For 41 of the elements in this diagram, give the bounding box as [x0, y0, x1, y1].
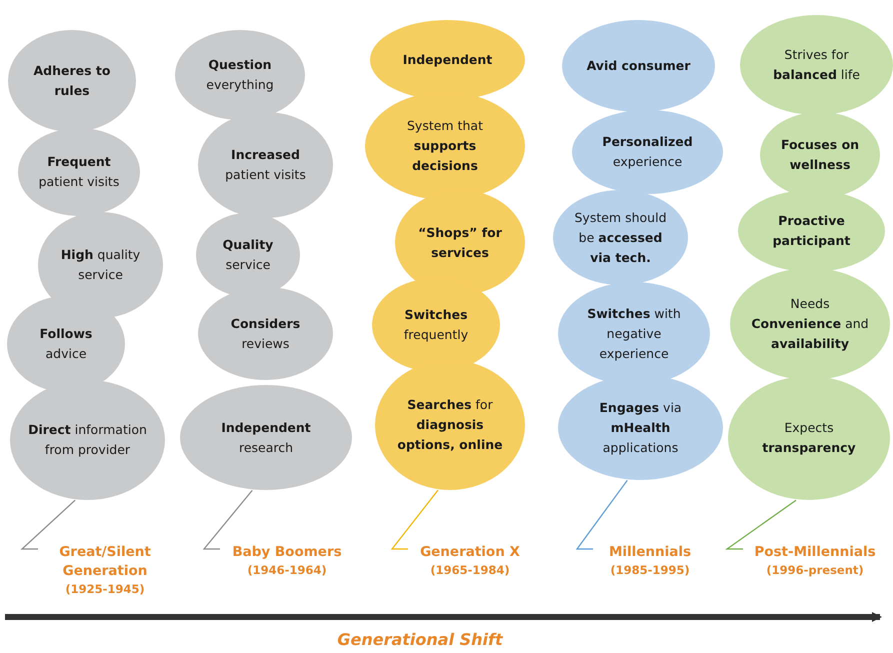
axis-caption: Generational Shift: [336, 630, 504, 649]
trait-text: Personalized experience: [601, 133, 694, 171]
trait-text: Focuses on wellness: [780, 136, 860, 174]
trait-text: High quality service: [60, 246, 142, 284]
trait-text: Independent research: [220, 418, 312, 456]
trait-text: Needs Convenience and availability: [750, 295, 870, 353]
leader-line: [202, 490, 253, 550]
trait-text: Frequent patient visits: [38, 153, 120, 191]
year-range: (1996-present): [765, 562, 865, 579]
generation-name: Baby Boomers: [231, 543, 343, 562]
generation-name: Great/Silent Generation: [58, 543, 152, 581]
trait-text: Searches for diagnosis options, online: [396, 396, 504, 454]
trait-text: System should be accessed via tech.: [574, 208, 668, 266]
leader-line: [390, 490, 438, 550]
trait-text: Quality service: [222, 236, 274, 274]
trait-text: Direct information from provider: [27, 421, 148, 459]
generation-name: Millennials: [608, 543, 692, 562]
generation-name: Generation X: [419, 543, 521, 562]
trait-text: System that supports decisions: [406, 117, 484, 175]
trait-text: Adheres to rules: [32, 62, 112, 100]
trait-text: Increased patient visits: [224, 146, 307, 184]
trait-text: Independent: [402, 51, 492, 69]
year-range: (1925-1945): [64, 581, 146, 598]
year-range: (1965-1984): [429, 562, 511, 579]
year-range: (1946-1964): [246, 562, 328, 579]
trait-text: Expects transparency: [761, 419, 857, 457]
leader-line: [725, 500, 796, 550]
trait-text: Switches frequently: [402, 306, 470, 344]
leader-line: [20, 500, 76, 550]
year-range: (1985-1995): [609, 562, 691, 579]
leader-line: [576, 480, 628, 550]
trait-text: Strives for balanced life: [772, 46, 861, 84]
trait-text: “Shops” for services: [417, 224, 503, 262]
trait-text: Follows advice: [38, 325, 94, 363]
trait-text: Question everything: [205, 56, 275, 94]
trait-text: Switches with negative experience: [586, 304, 682, 363]
trait-text: Considers reviews: [230, 314, 302, 352]
trait-text: Avid consumer: [586, 57, 690, 75]
generation-name: Post-Millennials: [753, 543, 877, 562]
trait-text: Engages via mHealth applications: [598, 398, 683, 457]
trait-text: Proactive participant: [772, 212, 852, 250]
